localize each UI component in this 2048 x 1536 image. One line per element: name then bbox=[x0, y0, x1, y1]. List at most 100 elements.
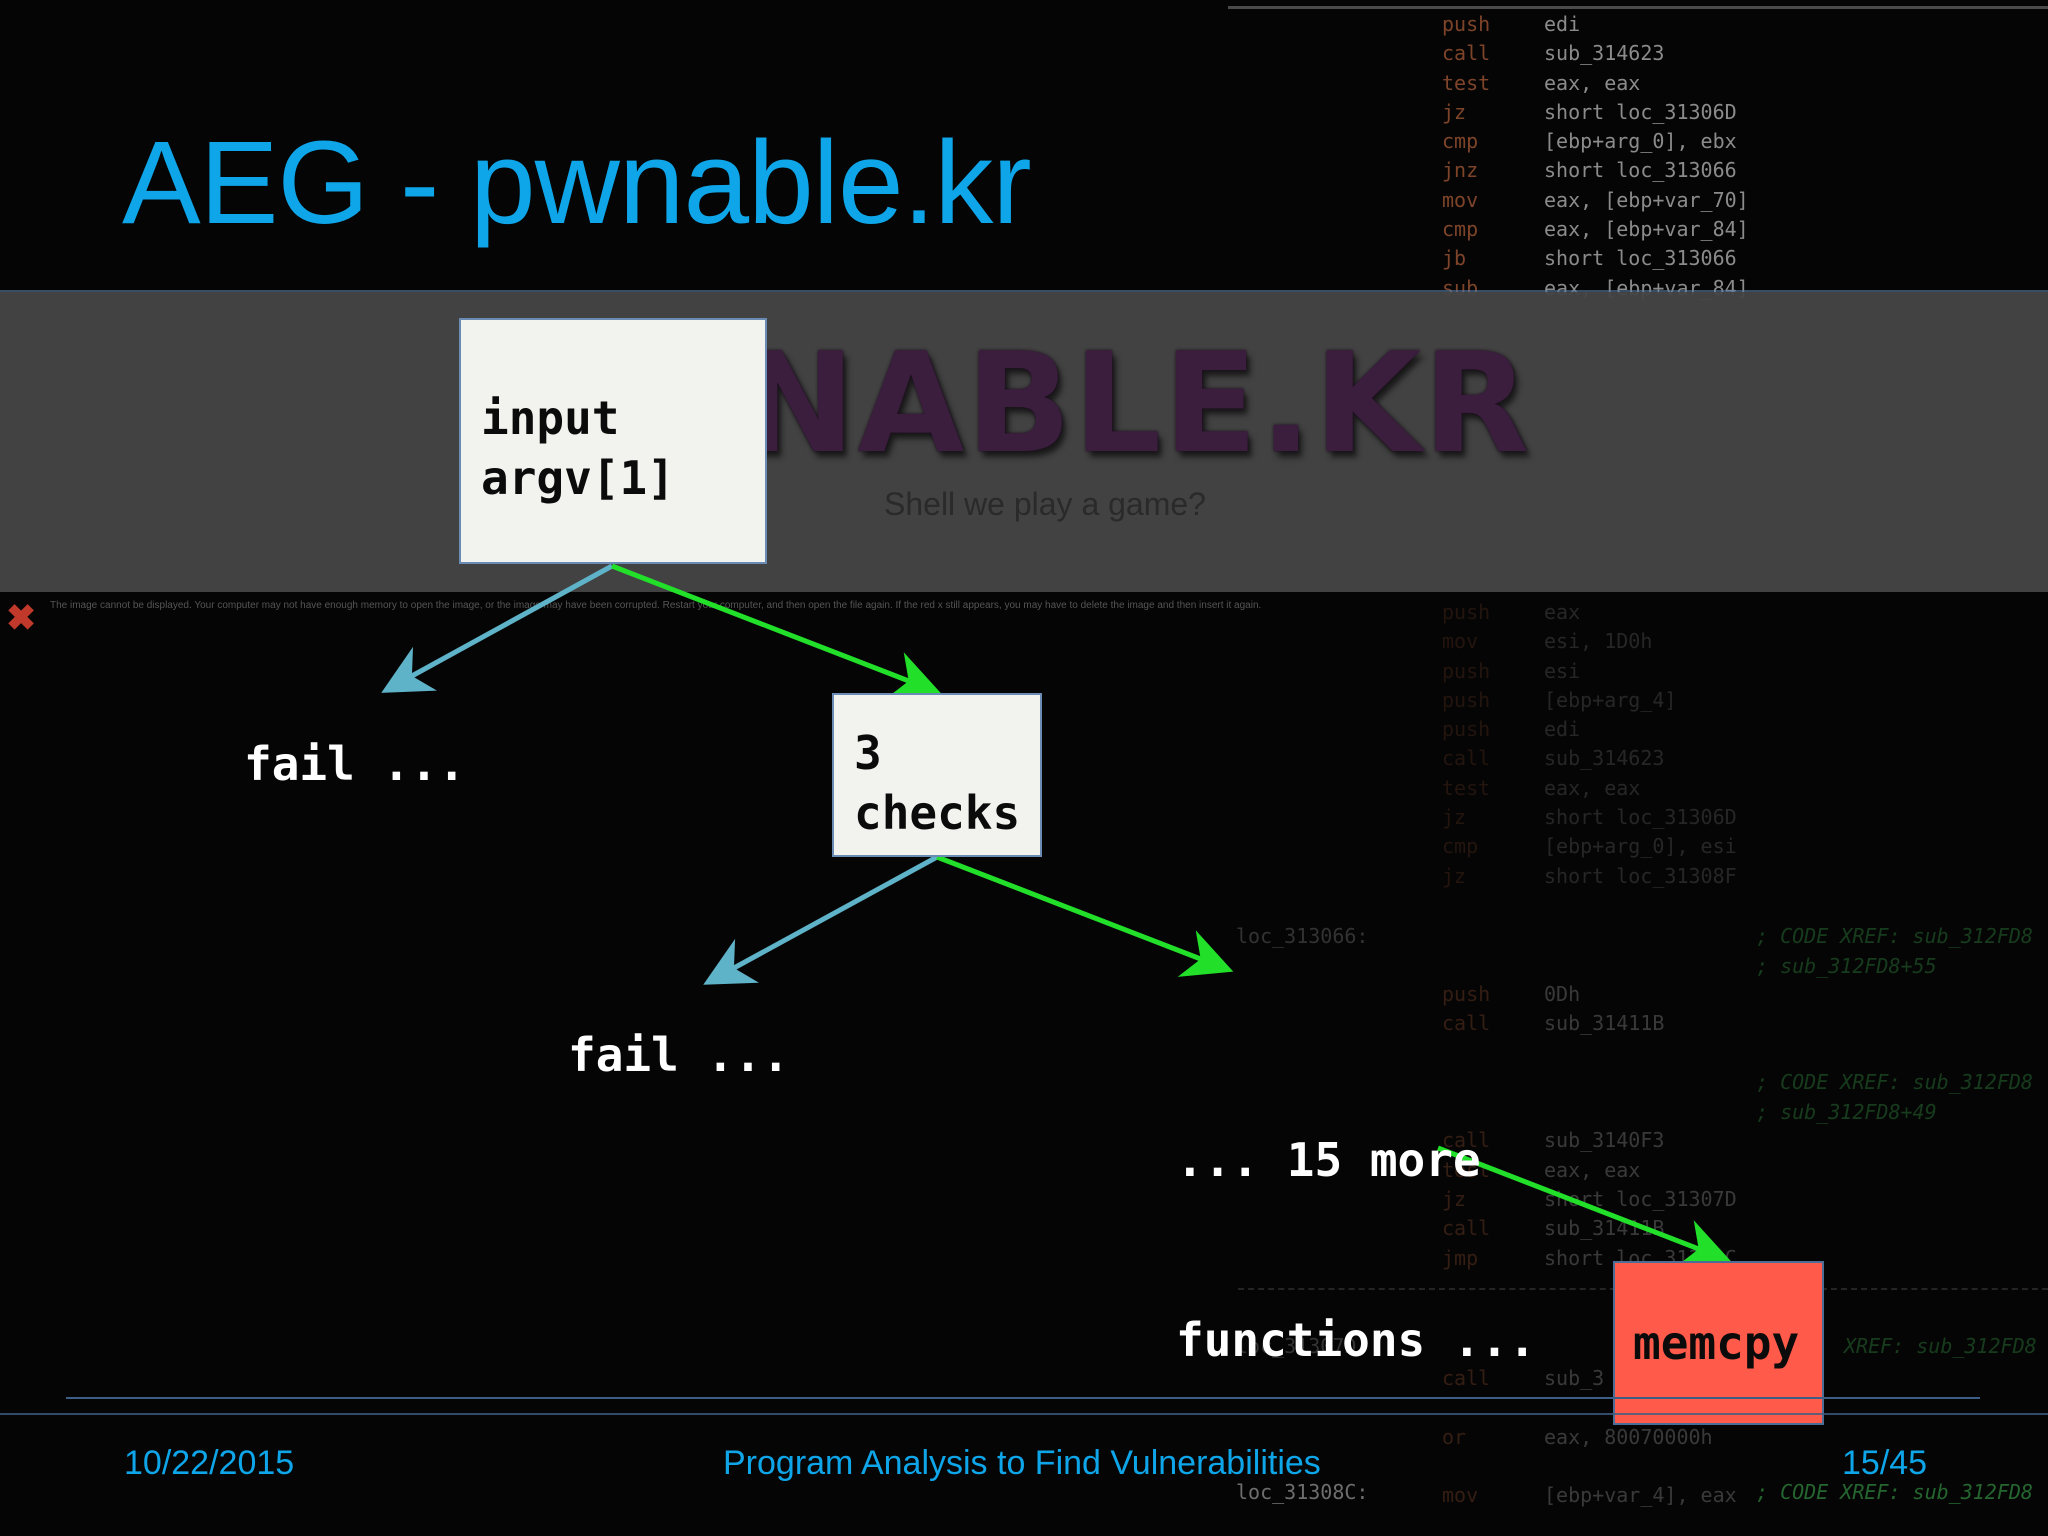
code-label: loc_31307D: bbox=[1236, 1334, 1369, 1358]
code-operand: eax, [ebp+var_70] bbox=[1544, 187, 1749, 212]
code-mnemonic: mov bbox=[1442, 629, 1479, 654]
code-mnemonic: cmp bbox=[1442, 217, 1479, 242]
pass-arrow-2 bbox=[936, 854, 1234, 977]
code-mnemonic: push bbox=[1442, 658, 1491, 683]
code-operand: sub_314623 bbox=[1544, 41, 1665, 66]
footer-date: 10/22/2015 bbox=[124, 1444, 295, 1482]
code-operand: eax bbox=[1544, 600, 1581, 624]
code-mnemonic: mov bbox=[1442, 1483, 1479, 1508]
code-xref: ; CODE XREF: sub_312FD8 bbox=[1756, 1480, 2033, 1504]
code-xref: ; sub_312FD8+55 bbox=[1756, 954, 1937, 978]
code-mnemonic: jz bbox=[1442, 1187, 1467, 1212]
code-mnemonic: push bbox=[1442, 982, 1491, 1006]
code-mnemonic: call bbox=[1442, 1128, 1491, 1153]
code-label: loc_31308C: bbox=[1236, 1480, 1369, 1504]
fail-arrow-1 bbox=[381, 563, 614, 693]
code-operand: sub_31411B bbox=[1544, 1011, 1665, 1036]
code-operand: eax, eax bbox=[1544, 775, 1641, 800]
code-operand: eax, [ebp+var_84] bbox=[1544, 217, 1749, 242]
code-operand: short loc_31306D bbox=[1544, 805, 1737, 830]
code-mnemonic: cmp bbox=[1442, 834, 1479, 859]
fail-label-1: fail ... bbox=[244, 737, 466, 791]
pwnable-banner bbox=[0, 292, 2048, 592]
code-line: cmp eax, [ebp+var_84] bbox=[1442, 215, 1749, 244]
code-line: push eax bbox=[1442, 598, 1737, 627]
code-xref: ; sub_312FD8+49 bbox=[1756, 1100, 1937, 1124]
code-mnemonic: push bbox=[1442, 12, 1491, 36]
code-operand: short loc_31306D bbox=[1544, 99, 1737, 124]
code-mnemonic: call bbox=[1442, 746, 1491, 771]
code-operand: esi bbox=[1544, 658, 1581, 683]
banner-border bbox=[0, 290, 2048, 292]
code-mnemonic: jmp bbox=[1442, 1245, 1479, 1270]
code-operand: short loc_313066 bbox=[1544, 158, 1737, 183]
code-line: push esi bbox=[1442, 657, 1737, 686]
code-mnemonic: jz bbox=[1442, 805, 1467, 830]
input-node-line: argv[1] bbox=[481, 451, 675, 505]
code-operand: eax, eax bbox=[1544, 1157, 1641, 1182]
footer-title: Program Analysis to Find Vulnerabilities bbox=[723, 1444, 1321, 1482]
code-line: jz short loc_31306D bbox=[1442, 803, 1737, 832]
broken-image-icon: ✖ bbox=[6, 597, 37, 638]
code-xref: ; CODE XREF: sub_312FD8 bbox=[1756, 1070, 2033, 1094]
code-operand: edi bbox=[1544, 717, 1581, 742]
code-operand: [ebp+arg_4] bbox=[1544, 687, 1677, 712]
code-operand: [ebp+arg_0], ebx bbox=[1544, 129, 1737, 154]
checks-node: 3 checks bbox=[832, 693, 1042, 857]
code-mnemonic: test bbox=[1442, 70, 1491, 95]
checks-node-line: checks bbox=[854, 786, 1021, 840]
code-divider bbox=[1228, 6, 2048, 9]
more-functions-line: functions ... bbox=[1176, 1313, 1537, 1367]
fail-label-2: fail ... bbox=[568, 1028, 790, 1082]
code-line: mov eax, [ebp+var_70] bbox=[1442, 186, 1749, 215]
code-operand: short loc_313066 bbox=[1544, 246, 1737, 271]
code-mnemonic: push bbox=[1442, 717, 1491, 742]
code-operand: eax, 80070000h bbox=[1544, 1424, 1713, 1449]
memcpy-node-label: memcpy bbox=[1633, 1316, 1800, 1370]
input-node-line: input bbox=[481, 391, 620, 445]
more-functions-line: ... 15 more bbox=[1176, 1133, 1481, 1187]
code-mnemonic: jz bbox=[1442, 99, 1467, 124]
code-mnemonic: cmp bbox=[1442, 129, 1479, 154]
code-mnemonic: call bbox=[1442, 41, 1491, 66]
broken-image-message: The image cannot be displayed. Your comp… bbox=[50, 600, 1262, 611]
code-line: jnz short loc_313066 bbox=[1442, 156, 1749, 185]
checks-node-line: 3 bbox=[854, 726, 882, 780]
code-line: cmp [ebp+arg_0], ebx bbox=[1442, 127, 1749, 156]
more-functions-label: ... 15 more functions ... bbox=[1176, 1010, 1536, 1490]
footer-rule bbox=[66, 1397, 1980, 1399]
code-operand: [ebp+var_4], eax bbox=[1544, 1483, 1737, 1508]
pass-arrow-3 bbox=[1437, 1145, 1732, 1267]
code-operand: short loc_31308F bbox=[1544, 863, 1737, 888]
footer-rule-outer bbox=[0, 1413, 2048, 1415]
code-line: cmp[ebp+arg_0], esi bbox=[1442, 832, 1737, 861]
code-mnemonic: test bbox=[1442, 775, 1491, 800]
code-mnemonic: push bbox=[1442, 600, 1491, 624]
code-line: push edi bbox=[1442, 715, 1737, 744]
code-xref: XREF: sub_312FD8 bbox=[1844, 1334, 2037, 1358]
code-mnemonic: call bbox=[1442, 1366, 1491, 1390]
code-line: mov [ebp+var_4], eax bbox=[1442, 1481, 1737, 1510]
code-mnemonic: call bbox=[1442, 1216, 1491, 1241]
code-mnemonic: jnz bbox=[1442, 158, 1479, 183]
code-operand: esi, 1D0h bbox=[1544, 629, 1653, 654]
code-mnemonic: mov bbox=[1442, 187, 1479, 212]
code-line: push[ebp+arg_4] bbox=[1442, 686, 1737, 715]
pass-arrow-1 bbox=[611, 563, 942, 699]
input-node: input argv[1] bbox=[459, 318, 767, 564]
banner-tagline: Shell we play a game? bbox=[884, 486, 1206, 522]
